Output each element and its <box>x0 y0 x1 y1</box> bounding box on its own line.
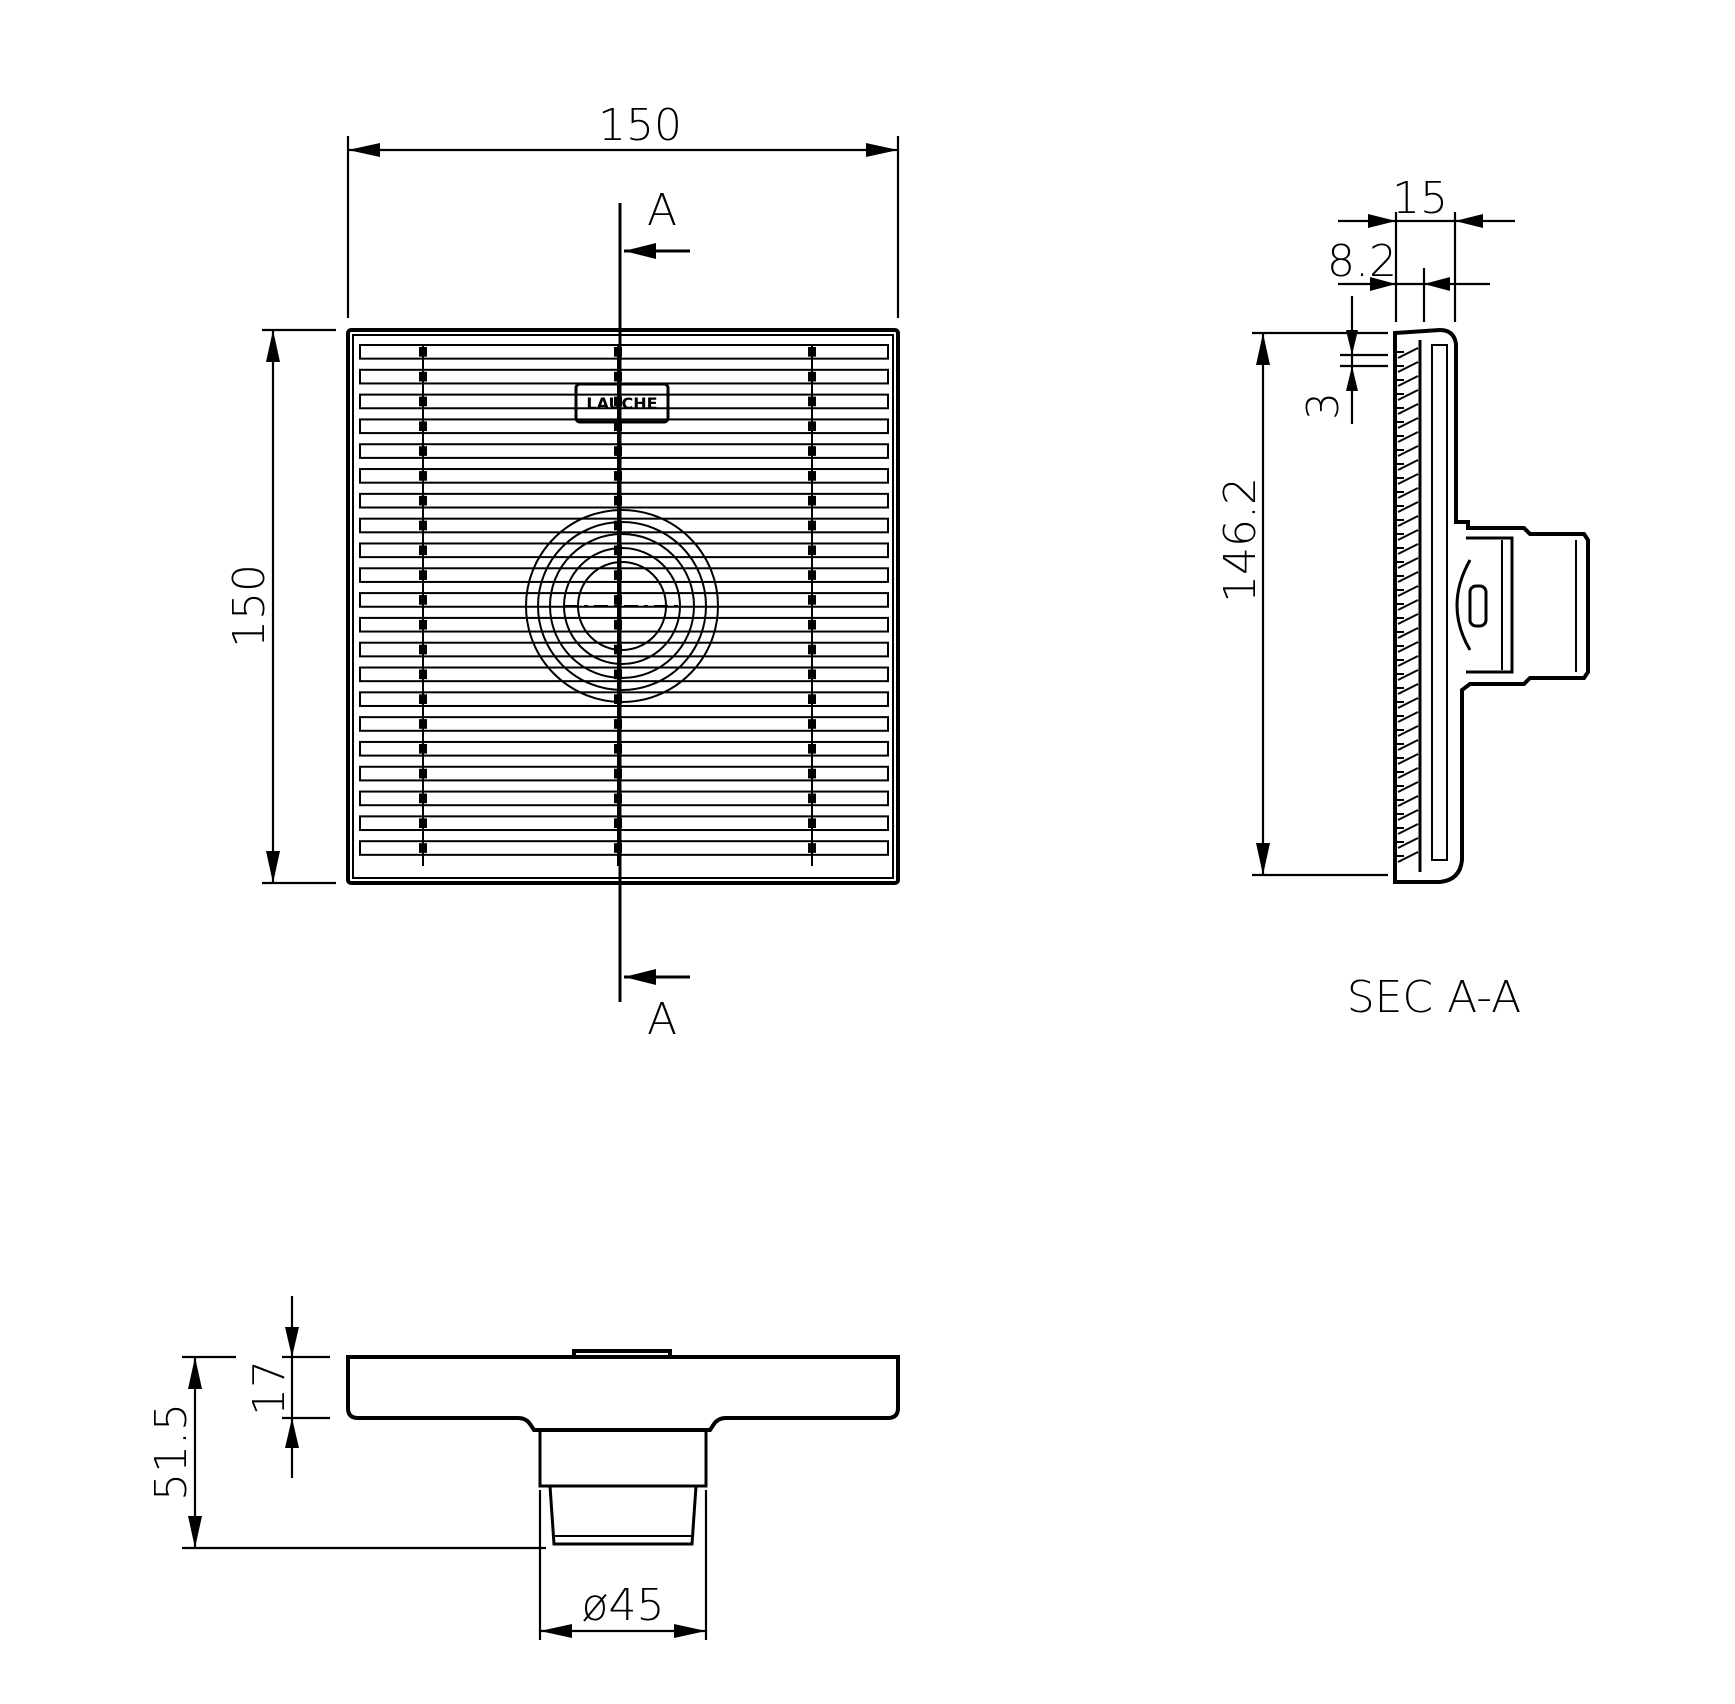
hatch-line <box>1397 725 1419 737</box>
hatch-line <box>1397 473 1419 485</box>
hatch-line <box>1397 543 1419 555</box>
hatch-line <box>1397 781 1419 793</box>
drain-outer-ring <box>525 509 719 703</box>
hatch-line <box>1397 851 1419 863</box>
grate-slat <box>359 740 889 757</box>
drain-ring-3 <box>549 533 695 679</box>
grate-slat <box>359 666 889 683</box>
hatch-line <box>1397 753 1419 765</box>
hatch-line <box>1397 571 1419 583</box>
dim-total-depth: 15 <box>1392 173 1448 224</box>
hatch-line <box>1397 445 1419 457</box>
hatch-line <box>1397 669 1419 681</box>
grate-slat <box>359 492 889 509</box>
section-arrow-bottom-head <box>624 969 656 985</box>
grate-slat <box>359 815 889 832</box>
grate-slat <box>359 840 889 856</box>
grate-slat <box>359 765 889 782</box>
dim-side-total: 51.5 <box>146 1403 197 1501</box>
hatch-line <box>1397 739 1419 751</box>
hatch-line <box>1397 613 1419 625</box>
side-view: 17 51.5 ø45 <box>146 1296 900 1640</box>
hatch-line <box>1397 809 1419 821</box>
grate-frame <box>346 328 900 885</box>
section-inner-line-2 <box>1431 344 1448 861</box>
dim-left-height: 150 <box>224 564 275 648</box>
section-mark-top: A <box>647 185 677 236</box>
hatch-line <box>1397 655 1419 667</box>
side-outlet-upper <box>538 1430 708 1488</box>
grate-slat <box>359 418 889 435</box>
section-title: SEC A-A <box>1347 972 1522 1023</box>
section-outlet-core <box>1455 559 1472 651</box>
hatch-line <box>1397 557 1419 569</box>
grate-slat <box>359 468 889 484</box>
dim-side-top: 17 <box>244 1360 295 1416</box>
grate-slat <box>359 443 889 459</box>
grate-slat <box>359 616 889 633</box>
section-hatching <box>1396 347 1419 863</box>
grate-slat <box>359 691 889 707</box>
dim-section-height: 146.2 <box>1215 477 1266 603</box>
section-arrow-top-head <box>624 243 656 259</box>
hatch-line <box>1397 711 1419 723</box>
dim-outlet-diameter: ø45 <box>582 1580 665 1631</box>
grate-slat <box>359 716 889 732</box>
hatch-line <box>1397 683 1419 695</box>
dim-top-width: 150 <box>598 100 682 151</box>
hatch-line <box>1397 823 1419 835</box>
grate-slat <box>359 344 889 360</box>
grate-slat <box>359 393 889 410</box>
grate-slat <box>359 641 889 658</box>
side-grate-body <box>346 1355 900 1432</box>
hatch-line <box>1397 501 1419 513</box>
hatch-line <box>1397 459 1419 471</box>
hatch-line <box>1397 389 1419 401</box>
hatch-line <box>1397 627 1419 639</box>
hatch-line <box>1397 347 1419 359</box>
section-outlet-seal <box>1468 584 1488 628</box>
section-mark-bottom: A <box>647 994 677 1045</box>
hatch-line <box>1397 403 1419 415</box>
section-view: 15 8.2 3 146.2 SEC A-A <box>1215 173 1590 1023</box>
hatch-line <box>1397 487 1419 499</box>
drain-ring-2 <box>537 521 707 691</box>
section-grate-outline <box>1393 327 1590 884</box>
hatch-line <box>1397 375 1419 387</box>
hatch-line <box>1397 361 1419 373</box>
hatch-line <box>1397 529 1419 541</box>
hatch-line <box>1397 599 1419 611</box>
dim-grate-depth: 8.2 <box>1327 236 1397 287</box>
hatch-line <box>1397 767 1419 779</box>
grate-slat <box>359 567 889 583</box>
hatch-line <box>1397 795 1419 807</box>
hatch-line <box>1397 641 1419 653</box>
hatch-line <box>1397 585 1419 597</box>
plan-view: LAUCHE A A 150 150 <box>224 100 900 1045</box>
hatch-line <box>1397 837 1419 849</box>
hatch-line <box>1397 431 1419 443</box>
brand-logo-text: LAUCHE <box>586 394 657 413</box>
section-outlet-pipe <box>1466 536 1514 674</box>
dim-bar-gap: 3 <box>1298 392 1349 420</box>
hatch-line <box>1397 417 1419 429</box>
hatch-line <box>1397 697 1419 709</box>
grate-slat <box>359 517 889 534</box>
brand-badge: LAUCHE <box>574 382 670 424</box>
drain-core <box>525 509 719 703</box>
side-outlet-lower <box>548 1485 698 1546</box>
grate-slat <box>359 542 889 559</box>
grate-slat <box>359 790 889 807</box>
grate-inner-frame <box>352 334 894 879</box>
hatch-line <box>1397 515 1419 527</box>
